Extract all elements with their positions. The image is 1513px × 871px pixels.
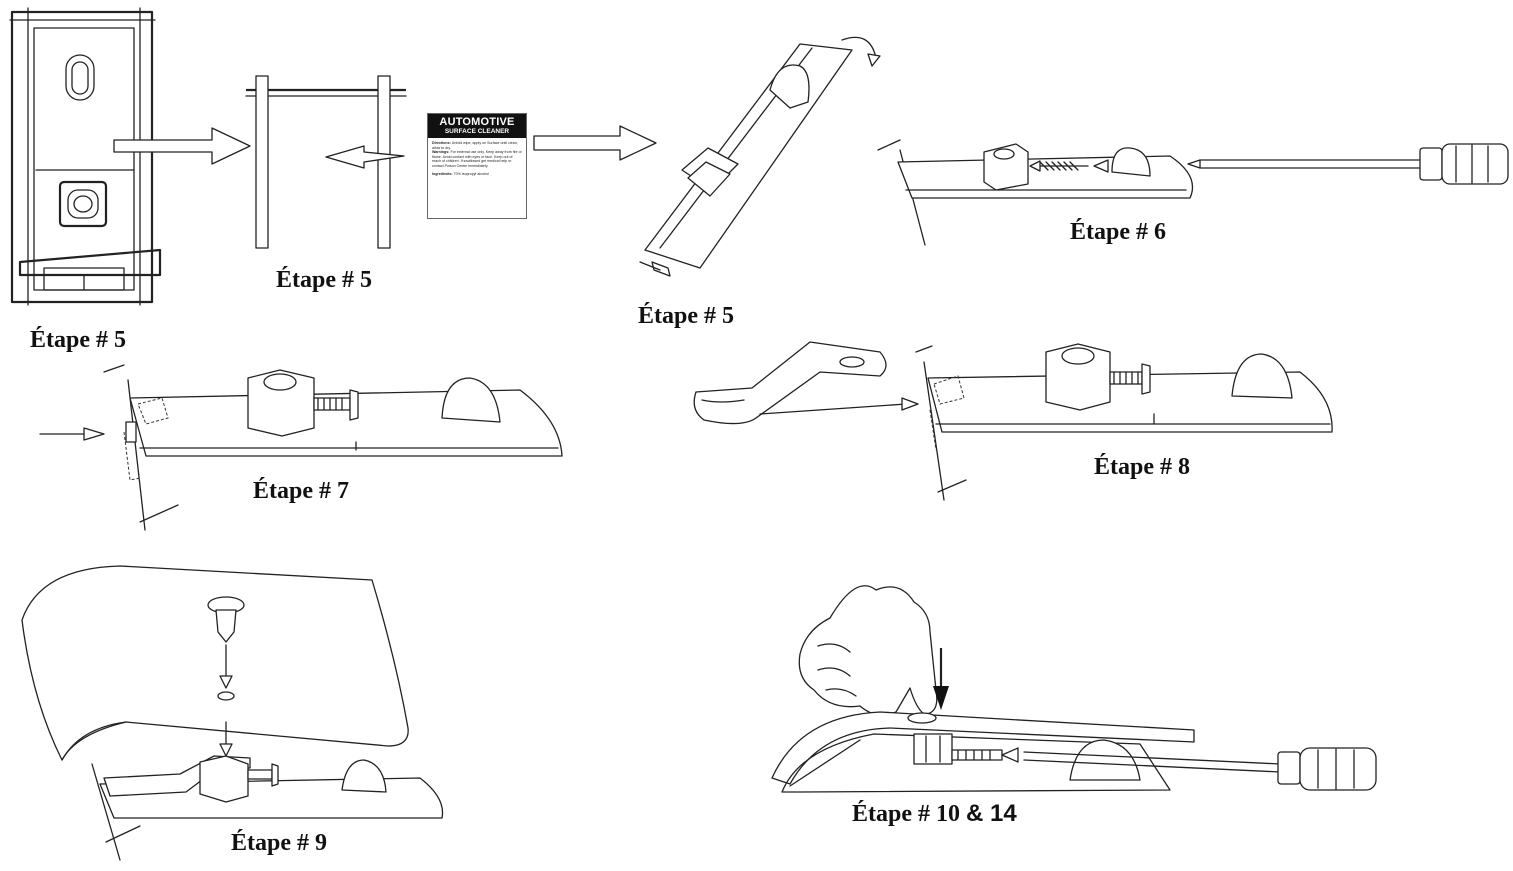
caption-step-5-c: Étape # 5: [638, 303, 734, 329]
trim-cover-push-pin-illustration: [21, 565, 444, 861]
caption-step-7: Étape # 7: [253, 478, 349, 504]
caption-step-5-a: Étape # 5: [30, 327, 126, 353]
clip-insert-illustration: [693, 341, 1333, 501]
slanted-bracket-illustration: [639, 36, 881, 277]
door-frame-with-bracket-illustration: [9, 7, 162, 306]
press-and-screw-illustration: [771, 585, 1377, 793]
caption-step-5-b: Étape # 5: [276, 267, 372, 293]
caption-step-9: Étape # 9: [231, 830, 327, 856]
surface-cleaner-label: AUTOMOTIVE SURFACE CLEANER Directions: U…: [427, 113, 527, 219]
ingredients-head: Ingredients:: [432, 171, 453, 176]
bracket-insert-illustration: [39, 364, 563, 531]
label-title: AUTOMOTIVE: [439, 116, 515, 128]
right-arrow-icon: [533, 125, 657, 161]
caption-step-8: Étape # 8: [1094, 454, 1190, 480]
screwdriver-assembly-illustration: [877, 139, 1509, 246]
warnings-text: For external use only. Keep away from fi…: [432, 150, 522, 168]
caption-step-10-serif: Étape # 10: [852, 801, 966, 827]
warnings-head: Warnings:: [432, 150, 450, 155]
caption-step-6: Étape # 6: [1070, 219, 1166, 245]
ingredients-text: 70% Isopropyl alcohol: [453, 171, 489, 176]
label-subtitle: SURFACE CLEANER: [444, 128, 510, 135]
bare-door-frame-illustration: [245, 75, 407, 249]
directions-head: Directions:: [432, 141, 451, 145]
caption-step-10-14: Étape # 10 & 14: [852, 800, 1017, 827]
caption-step-14-sans: & 14: [966, 800, 1017, 827]
right-arrow-icon: [113, 127, 251, 165]
directions-text: Unfold wipe, apply on Surface until clea…: [432, 141, 518, 150]
